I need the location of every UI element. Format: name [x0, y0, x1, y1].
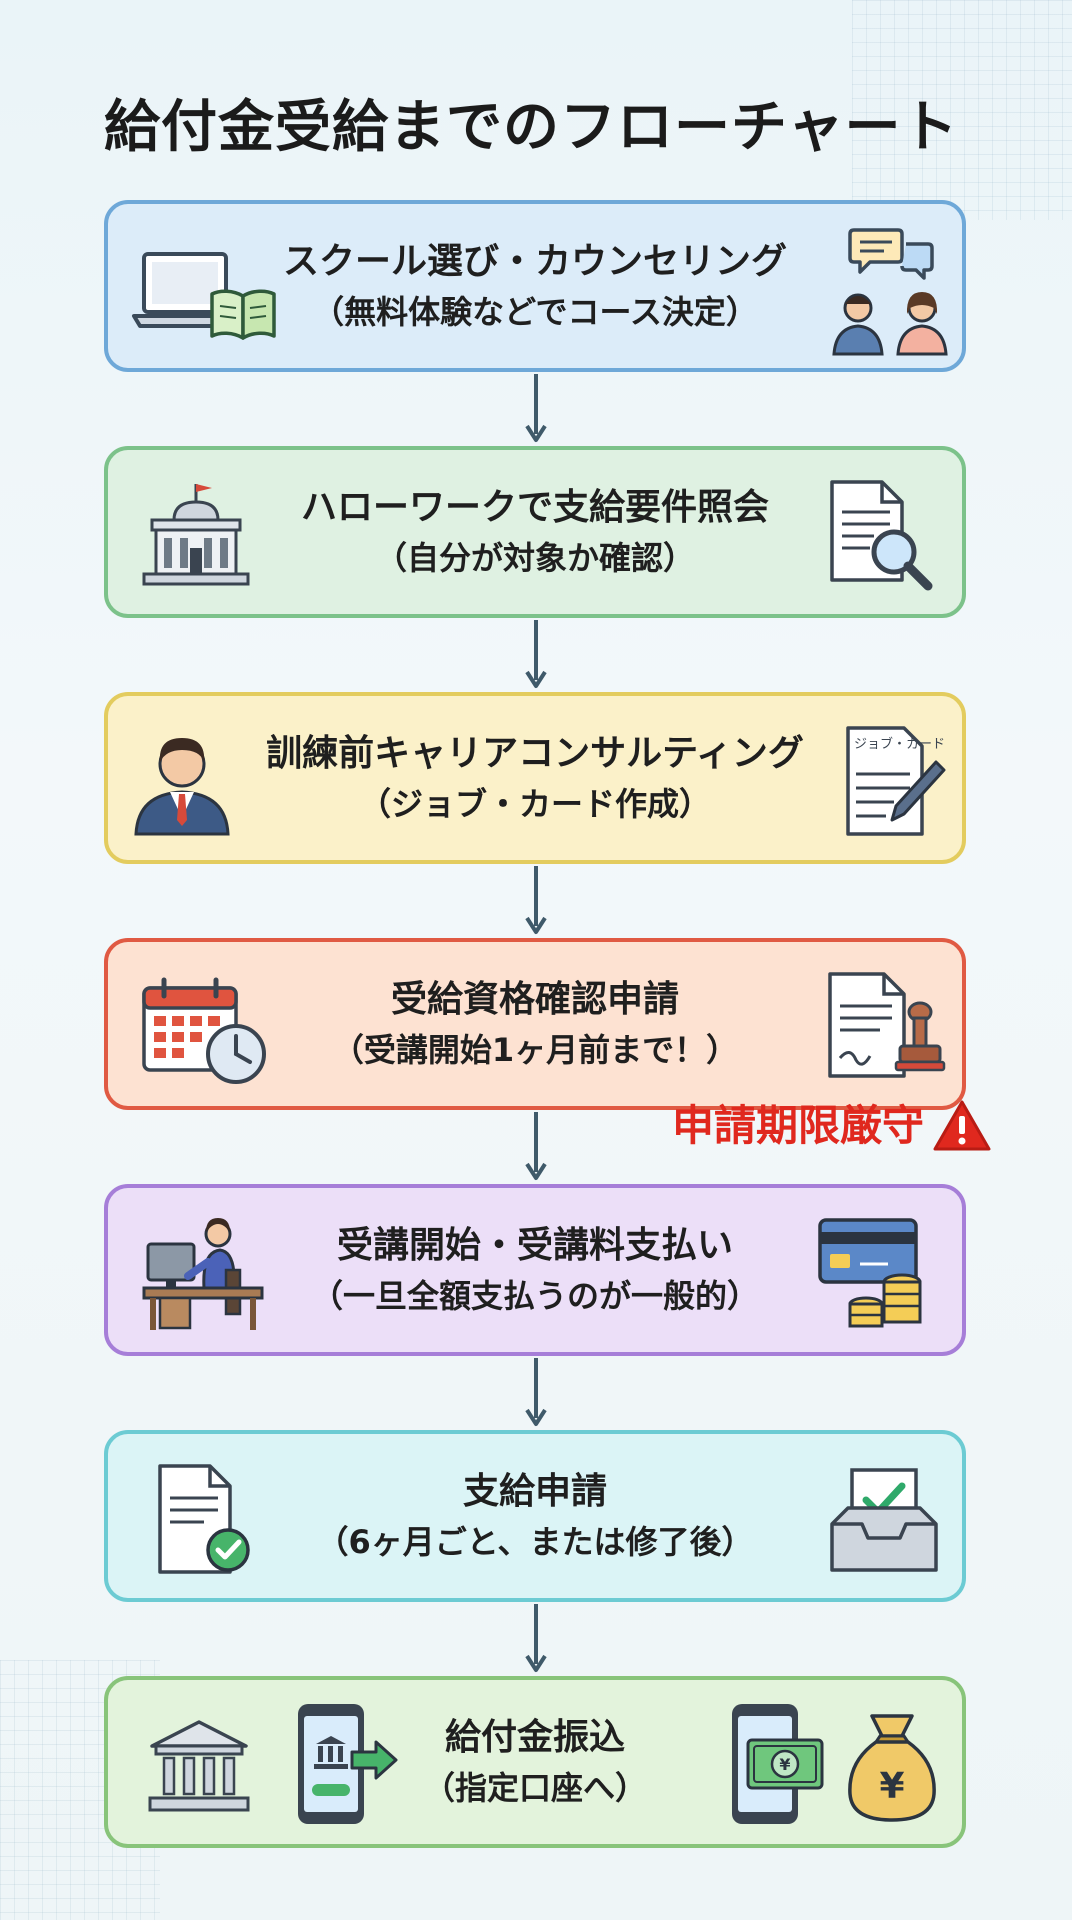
smartphone-transfer-icon — [298, 1704, 398, 1824]
consultant-icon — [134, 738, 230, 836]
flow-arrow — [525, 1112, 547, 1180]
book-icon — [210, 289, 276, 340]
yen-money-bag-icon: ¥ — [848, 1714, 936, 1822]
smartphone-cash-icon: ¥ — [732, 1704, 824, 1824]
page-title: 給付金受給までのフローチャート — [104, 95, 959, 160]
step-title: 受講開始・受講料支払い — [336, 1225, 733, 1266]
step-subtitle: （指定口座へ） — [422, 1769, 647, 1807]
flow-arrow — [525, 866, 547, 934]
step-benefit-application: 支給申請 （6ヶ月ごと、または修了後） — [104, 1430, 966, 1602]
warning-triangle-icon — [933, 1100, 991, 1151]
step-subtitle: （無料体験などでコース決定） — [312, 293, 758, 331]
step-title: 訓練前キャリアコンサルティング — [266, 733, 804, 774]
step-title: ハローワークで支給要件照会 — [300, 487, 769, 528]
step-title: 支給申請 — [462, 1471, 607, 1512]
svg-text:¥: ¥ — [779, 1755, 790, 1774]
government-building-icon — [142, 484, 250, 586]
laptop-icon — [132, 252, 238, 328]
step-subtitle: （自分が対象か確認） — [374, 539, 695, 577]
flow-arrow — [525, 374, 547, 442]
job-card-pen-icon: ジョブ・カード — [846, 726, 946, 836]
step-subtitle: （6ヶ月ごと、または修了後） — [316, 1523, 754, 1561]
flow-arrow — [525, 1604, 547, 1672]
svg-text:ジョブ・カード: ジョブ・カード — [854, 736, 945, 752]
chat-bubbles-icon — [848, 228, 934, 280]
step-title: スクール選び・カウンセリング — [282, 241, 787, 282]
step-subtitle: （一旦全額支払うのが一般的） — [310, 1277, 759, 1315]
step-career-consulting: 訓練前キャリアコンサルティング （ジョブ・カード作成） ジョブ・カード — [104, 692, 966, 864]
document-magnifier-icon — [830, 480, 933, 591]
step-eligibility-application: 受給資格確認申請 （受講開始1ヶ月前まで！） — [104, 938, 966, 1110]
person-at-desk-icon — [142, 1218, 264, 1330]
step-hello-work-inquiry: ハローワークで支給要件照会 （自分が対象か確認） — [104, 446, 966, 618]
step-title: 受給資格確認申請 — [390, 979, 679, 1020]
warning-label: 申請期限厳守 — [672, 1101, 925, 1150]
document-check-icon — [158, 1464, 250, 1574]
bank-icon — [148, 1720, 250, 1812]
deadline-warning: 申請期限厳守 — [672, 1096, 992, 1156]
step-course-start-payment: 受講開始・受講料支払い （一旦全額支払うのが一般的） — [104, 1184, 966, 1356]
inbox-check-icon — [830, 1468, 938, 1572]
flow-arrow — [525, 1358, 547, 1426]
credit-card-coins-icon — [818, 1218, 922, 1328]
flow-arrow — [525, 620, 547, 688]
calendar-clock-icon — [142, 977, 266, 1084]
document-stamp-icon — [828, 972, 946, 1078]
background-grid-decoration — [852, 0, 1072, 220]
svg-text:¥: ¥ — [879, 1766, 904, 1807]
step-school-selection: スクール選び・カウンセリング （無料体験などでコース決定） — [104, 200, 966, 372]
step-title: 給付金振込 — [444, 1717, 625, 1758]
step-subtitle: （ジョブ・カード作成） — [358, 785, 711, 823]
step-subtitle: （受講開始1ヶ月前まで！） — [331, 1031, 739, 1069]
people-icon — [832, 292, 948, 356]
step-benefit-transfer: 給付金振込 （指定口座へ） ¥ ¥ — [104, 1676, 966, 1848]
